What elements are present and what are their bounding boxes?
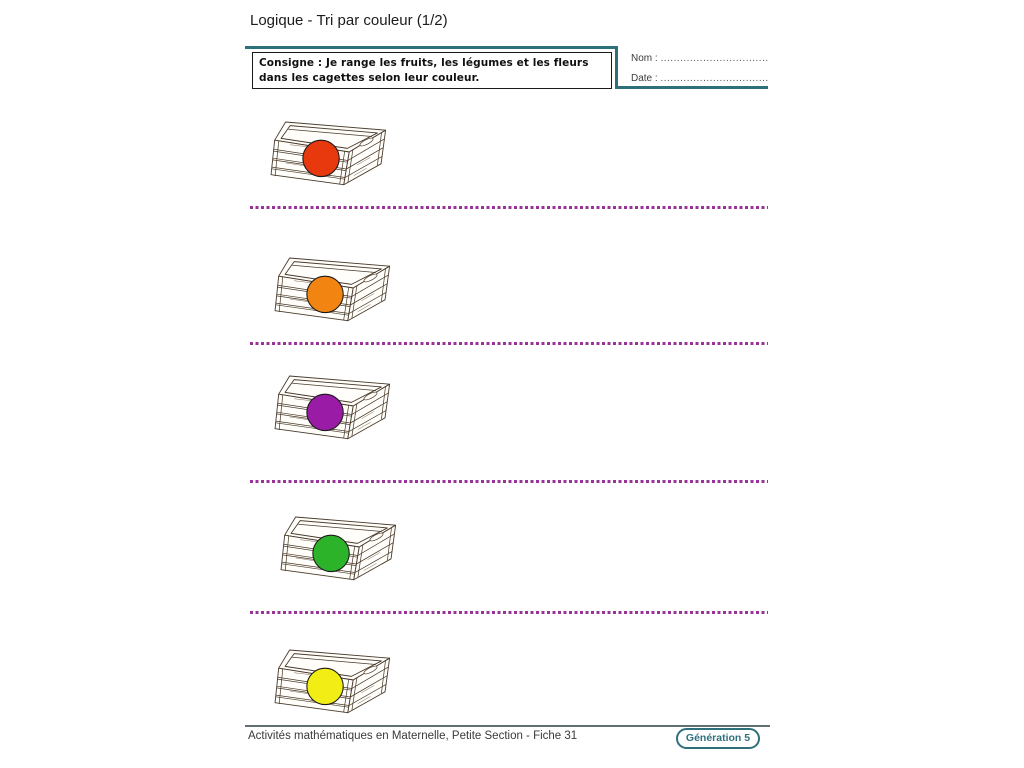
name-label: Nom : xyxy=(631,53,658,64)
dotted-separator xyxy=(250,342,768,345)
color-circle xyxy=(302,139,340,178)
consigne-text: Consigne : Je range les fruits, les légu… xyxy=(259,57,589,84)
header-top-rule xyxy=(245,46,618,49)
crate-green xyxy=(268,507,405,587)
crate-drawing xyxy=(274,257,391,322)
crate-drawing xyxy=(274,649,391,714)
dotted-separator xyxy=(250,611,768,614)
crate-drawing xyxy=(270,121,387,186)
color-circle xyxy=(306,393,344,432)
color-circle xyxy=(306,667,344,706)
color-circle xyxy=(312,534,350,573)
crate-yellow xyxy=(262,640,399,720)
crate-drawing xyxy=(274,375,391,440)
page-title: Logique - Tri par couleur (1/2) xyxy=(250,12,448,29)
footer-text: Activités mathématiques en Maternelle, P… xyxy=(248,730,578,742)
publisher-badge: Génération 5 xyxy=(676,728,760,749)
consigne-box: Consigne : Je range les fruits, les légu… xyxy=(252,52,612,89)
color-circle xyxy=(306,275,344,314)
dotted-separator xyxy=(250,206,768,209)
crate-drawing xyxy=(280,516,397,581)
name-row: Nom : ..................................… xyxy=(631,53,769,64)
date-row: Date : .................................… xyxy=(631,73,769,84)
crate-red xyxy=(258,112,395,192)
dotted-separator xyxy=(250,480,768,483)
name-date-box: Nom : ..................................… xyxy=(615,46,769,89)
date-write-line: ........................................… xyxy=(660,73,769,84)
name-write-line: ........................................… xyxy=(660,53,769,64)
footer-rule xyxy=(245,725,770,727)
crate-purple xyxy=(262,366,399,446)
date-label: Date : xyxy=(631,73,658,84)
crate-orange xyxy=(262,248,399,328)
